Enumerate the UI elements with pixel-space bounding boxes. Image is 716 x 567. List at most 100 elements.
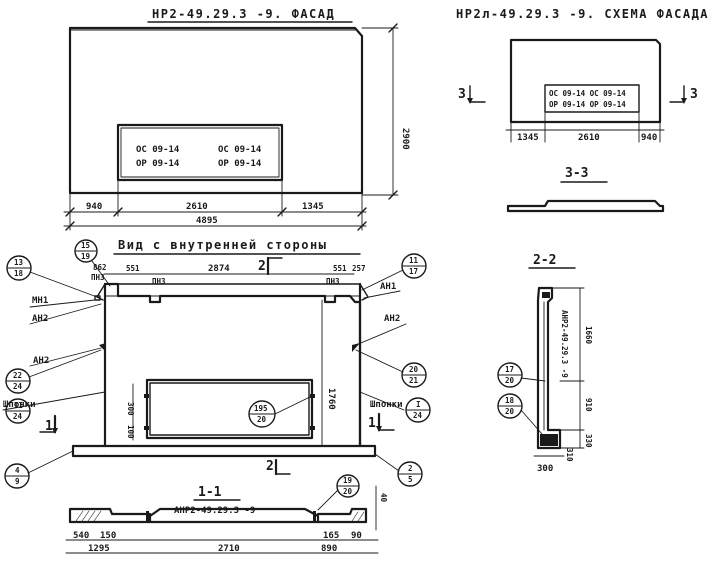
interior-label-shponki-left: Шпонки	[3, 400, 36, 410]
section-1-1-joint-right	[313, 511, 316, 521]
facade-window-text-3: ОР 09-14	[136, 159, 180, 169]
callout-18-20: 18 20	[497, 393, 543, 435]
interior-label-an2-left: АН2	[32, 314, 48, 324]
interior-cut1-right-label: 1	[368, 416, 376, 431]
interior-title: Вид с внутренней стороны	[118, 238, 327, 252]
interior-leader-an1-right	[363, 290, 401, 299]
callout-19-20: 19 20	[317, 474, 360, 511]
svg-text:II: II	[14, 401, 23, 410]
facade-tick-3	[277, 207, 287, 217]
interior-dim-862: 862	[93, 263, 107, 272]
svg-text:I: I	[416, 400, 421, 409]
section-1-1: 1-1 АНР2-49.29.3 -9 40 540 150 165 90 12…	[65, 474, 388, 554]
section-1-1-right-block	[316, 507, 368, 524]
svg-text:21: 21	[409, 376, 419, 385]
scheme-dim-mid: 2610	[578, 133, 600, 143]
section-1-1-panel-label: АНР2-49.29.3 -9	[174, 506, 255, 516]
section-3-3-profile	[506, 199, 665, 213]
facade-dim-mid: 2610	[186, 202, 208, 212]
facade-dim-left: 940	[86, 202, 102, 212]
facade-window-text-4: ОР 09-14	[218, 159, 262, 169]
svg-text:17: 17	[409, 267, 418, 276]
interior-window-bolt-3	[310, 394, 315, 398]
svg-text:18: 18	[14, 269, 24, 278]
scheme-dim-right: 940	[641, 133, 657, 143]
facade-dim-total: 4895	[196, 216, 218, 226]
section-1-1-left-block	[68, 507, 152, 524]
interior-label-shponki-right: Шпонки	[370, 400, 403, 410]
interior-dim-100: 100	[126, 425, 135, 439]
scheme-dim-left: 1345	[517, 133, 539, 143]
section-1-1-dim-90: 90	[351, 531, 362, 541]
callout-13-18: 13 18	[6, 255, 98, 298]
interior-window-bolt-2	[144, 426, 149, 430]
callout-20-21: 20 21	[355, 349, 427, 388]
section-2-2-title: 2-2	[533, 253, 556, 268]
interior-label-an1-right: АН1	[380, 282, 396, 292]
section-1-1-dim-2710: 2710	[218, 544, 240, 554]
interior-label-mn1: МН1	[32, 296, 48, 306]
callout-4-9: 4 9	[4, 450, 74, 489]
facade-tick-6	[357, 221, 367, 231]
facade-panel-outline	[68, 26, 364, 195]
section-2-2-base-fill	[540, 434, 558, 446]
interior-window-bolt-4	[310, 426, 315, 430]
interior-pn3-right: ПН3	[326, 277, 340, 286]
interior-top-left-hook	[96, 283, 106, 301]
interior-pn3-left: ПН3	[91, 273, 105, 282]
interior-leader-shponki-right	[359, 391, 405, 411]
section-1-1-dim-890: 890	[321, 544, 337, 554]
interior-embed-mn1	[94, 295, 101, 301]
interior-cut1-right-arrow	[376, 426, 382, 432]
svg-text:18: 18	[505, 396, 515, 405]
interior-cut2-bottom-label: 2	[266, 459, 274, 474]
callout-11-17: 11 17	[361, 253, 427, 291]
facade-tick-2	[113, 207, 123, 217]
interior-window	[145, 378, 314, 440]
svg-text:20: 20	[409, 365, 419, 374]
scheme-cut-right-arrow	[681, 98, 687, 104]
svg-text:19: 19	[81, 252, 91, 261]
section-2-2-dim-330: 330	[584, 434, 593, 448]
scheme-panel-outline	[509, 38, 662, 124]
interior-window-bolt-1	[144, 394, 149, 398]
interior-dim-551-left: 551	[126, 264, 140, 273]
section-2-2-panel-label: АНР2-49.29.3 -9	[560, 310, 569, 378]
svg-text:11: 11	[409, 256, 419, 265]
section-3-3-title: 3-3	[565, 166, 588, 181]
interior-label-an2-left-low: АН2	[33, 356, 49, 366]
svg-text:20: 20	[257, 415, 267, 424]
facade-window-inner	[120, 127, 280, 178]
callout-15-19: 15 19	[74, 239, 111, 287]
callout-195-20: 195 20	[248, 395, 313, 428]
svg-text:19: 19	[343, 476, 353, 485]
interior-cut1-left-label: 1	[45, 419, 53, 434]
facade-tick-4	[357, 207, 367, 217]
interior-leader-shponki-left	[2, 391, 106, 411]
svg-text:9: 9	[15, 477, 20, 486]
section-2-2-profile	[536, 286, 562, 450]
scheme-window	[544, 84, 640, 113]
scheme-cut-left-label: 3	[458, 87, 466, 102]
callout-17-20: 17 20	[497, 362, 546, 388]
svg-text:195: 195	[254, 404, 268, 413]
svg-text:24: 24	[413, 411, 423, 420]
section-1-1-dim-40: 40	[379, 493, 388, 503]
section-1-1-title: 1-1	[198, 485, 222, 500]
section-1-1-dim-165: 165	[323, 531, 339, 541]
facade-window	[116, 123, 284, 182]
facade-height-tick-top	[388, 23, 398, 33]
svg-text:17: 17	[505, 365, 514, 374]
interior-cut1-left-arrow	[52, 428, 58, 434]
section-1-1-joint-left	[146, 511, 149, 521]
facade-title: НР2-49.29.3 -9. ФАСАД	[152, 7, 335, 21]
section-1-1-dim-150: 150	[100, 531, 116, 541]
scheme-view: НР2л-49.29.3 -9. СХЕМА ФАСАДА ОС 09-14 О…	[456, 7, 708, 213]
section-2-2-top-fill	[542, 292, 550, 298]
facade-height-dim: 2900	[400, 128, 410, 150]
svg-text:5: 5	[408, 475, 413, 484]
section-2-2: 2-2 АНР2-49.29.3 -9 1660 910 330 310 300…	[497, 253, 593, 474]
scheme-cut-left-arrow	[467, 98, 473, 104]
section-2-2-dim-310: 310	[565, 448, 574, 462]
